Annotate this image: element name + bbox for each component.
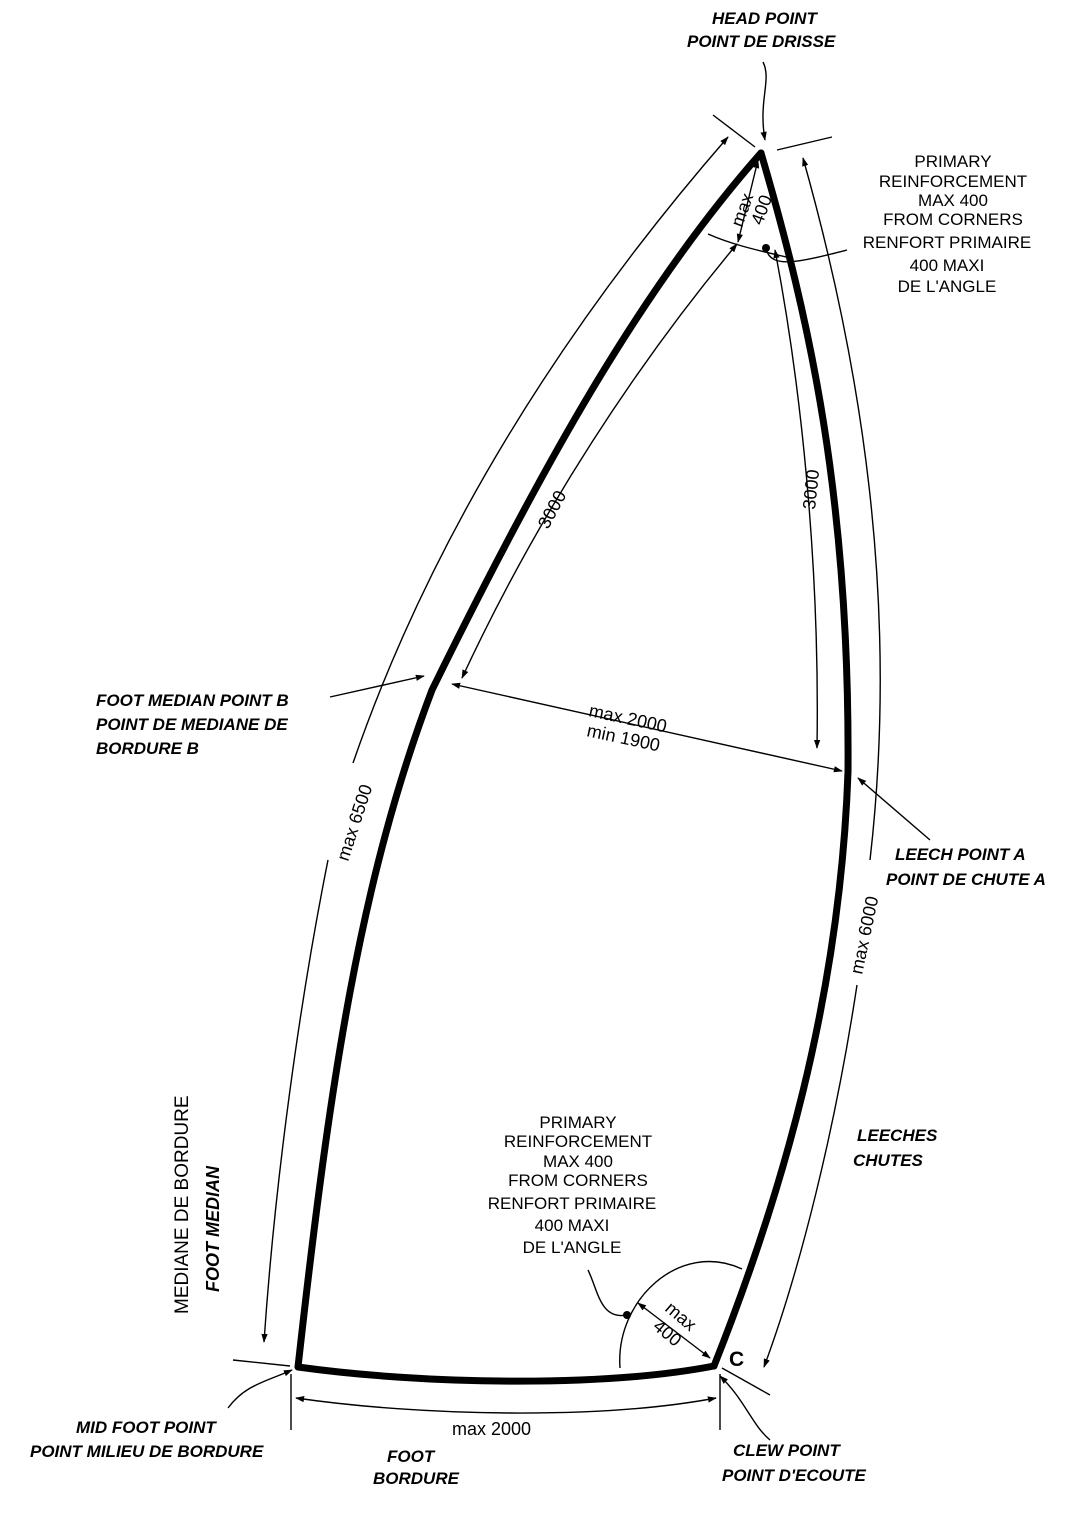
reinf-bottom-line-1: PRIMARY [539,1113,616,1132]
leeches-label: LEECHES [857,1126,938,1145]
reinf-bottom-line-6: 400 MAXI [535,1216,610,1235]
head-tick-right [776,136,833,151]
reinf-top-line-4: FROM CORNERS [883,210,1023,229]
foot-median-vertical-label: FOOT MEDIAN [203,1165,223,1292]
leeches-label-fr: CHUTES [853,1151,924,1170]
luff-dimension-line-lower [261,859,329,1343]
clew-tick [721,1367,771,1396]
reinf-top-line-6: 400 MAXI [910,256,985,275]
reinf-top-line-3: MAX 400 [918,191,988,210]
luff-3000-label: 3000 [534,487,570,532]
leech-3000-line [773,249,821,749]
foot-median-point-label: FOOT MEDIAN POINT B [96,691,289,710]
head-400-arrow [736,159,760,243]
leech-dimension-line-lower [763,984,858,1368]
reinf-top-line-7: DE L'ANGLE [898,277,997,296]
leech-point-label: LEECH POINT A [895,845,1026,864]
leech-point-leader [857,777,931,841]
reinf-top-line-2: REINFORCEMENT [879,172,1027,191]
clew-reinforcement-arc [619,1260,743,1369]
reinf-bottom-line-7: DE L'ANGLE [523,1238,622,1257]
foot-max-label: max 2000 [452,1419,531,1439]
clew-point-leader [719,1375,771,1441]
mid-foot-point-label-fr: POINT MILIEU DE BORDURE [30,1442,264,1461]
sail-leech [710,149,852,1370]
head-point-label-fr: POINT DE DRISSE [687,32,836,51]
foot-median-leader [329,674,425,698]
foot-median-point-label-fr1: POINT DE MEDIANE DE [96,715,288,734]
foot-label-fr: BORDURE [373,1469,460,1488]
reinf-bottom-line-4: FROM CORNERS [508,1171,648,1190]
clew-point-label: CLEW POINT [733,1441,841,1460]
width-dimension-line [451,682,843,773]
reinf-bottom-line-5: RENFORT PRIMAIRE [488,1194,656,1213]
foot-median-point-label-fr2: BORDURE B [96,739,199,758]
reinf-bottom-line-2: REINFORCEMENT [504,1132,652,1151]
luff-max-label: max 6500 [333,782,376,863]
head-tick-left [712,114,756,148]
reinf-bottom-line-3: MAX 400 [543,1152,613,1171]
leech-point-label-fr: POINT DE CHUTE A [886,870,1046,889]
leech-max-label: max 6000 [846,894,882,975]
mediane-de-bordure-label: MEDIANE DE BORDURE [172,1095,193,1314]
luff-dimension-line-upper [352,136,729,764]
reinf-top-line-1: PRIMARY [914,152,991,171]
head-point-label: HEAD POINT [712,9,818,28]
reinf-top-line-5: RENFORT PRIMAIRE [863,233,1031,252]
mid-foot-leader [227,1369,293,1409]
tack-tick [232,1359,291,1367]
foot-dimension-line [295,1396,717,1414]
leech-dimension-line-upper [802,157,881,861]
foot-label: FOOT [387,1447,436,1466]
clew-400-arrow [637,1302,711,1359]
clew-letter: C [729,1348,744,1371]
head-reinforcement-leader [765,247,848,263]
sail-foot [294,1362,718,1385]
mid-foot-point-label: MID FOOT POINT [76,1418,217,1437]
leech-3000-label: 3000 [799,469,823,511]
clew-reinforcement-leader [587,1269,628,1317]
head-reinforcement-arc [707,233,791,259]
luff-3000-line [461,243,738,679]
clew-point-label-fr: POINT D'ECOUTE [722,1466,866,1485]
head-point-leader [760,61,767,141]
